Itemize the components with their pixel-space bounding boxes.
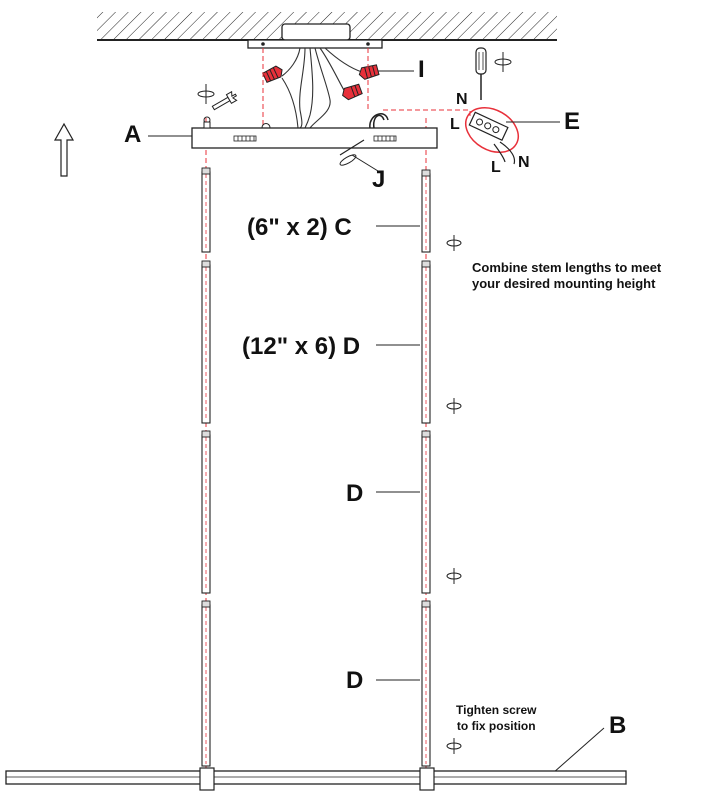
note-combine-line2: your desired mounting height <box>472 276 656 291</box>
terminal-block <box>465 106 519 165</box>
supply-wires <box>281 47 363 129</box>
stem-coupler-left-4 <box>201 600 211 608</box>
wire-connectors <box>262 64 380 101</box>
stem-coupler-left-3 <box>201 430 211 438</box>
canopy-bar <box>191 113 438 149</box>
note-combine-stems: Combine stem lengths to meet your desire… <box>472 260 661 292</box>
label-b: B <box>609 712 627 739</box>
stem-coupler-right-1 <box>421 169 431 177</box>
leader-lines <box>148 70 605 774</box>
label-i: I <box>418 56 425 83</box>
label-l-bottom: L <box>491 159 501 176</box>
label-d-first: (12" x 6) D <box>242 333 361 360</box>
stem-coupler-right-4 <box>421 600 431 608</box>
label-a: A <box>124 121 142 148</box>
label-d-third: D <box>346 667 364 694</box>
label-n-bottom: N <box>518 154 530 171</box>
suspension-stems <box>201 167 462 767</box>
label-l-top: L <box>450 116 460 133</box>
note-combine-line1: Combine stem lengths to meet <box>472 260 662 275</box>
fixture-bar <box>5 767 627 791</box>
stem-coupler-right-3 <box>421 430 431 438</box>
label-c: (6" x 2) C <box>247 214 352 241</box>
label-e: E <box>564 108 581 135</box>
stem-coupler-left-1 <box>201 167 211 175</box>
stem-coupler-right-2 <box>421 260 431 268</box>
up-arrow-icon <box>53 122 75 177</box>
rotate-arrow-icon <box>197 84 215 104</box>
stem-coupler-left-2 <box>201 260 211 268</box>
set-screw-detail <box>339 139 365 166</box>
label-d-second: D <box>346 480 364 507</box>
note-tighten-screw: Tighten screw to fix position <box>456 702 536 734</box>
note-tighten-line2: to fix position <box>456 719 536 733</box>
label-n-top: N <box>456 91 468 108</box>
wrench-icon <box>211 90 238 111</box>
label-j: J <box>372 166 386 193</box>
screwdriver-icon <box>475 47 512 100</box>
note-tighten-line1: Tighten screw <box>456 703 537 717</box>
